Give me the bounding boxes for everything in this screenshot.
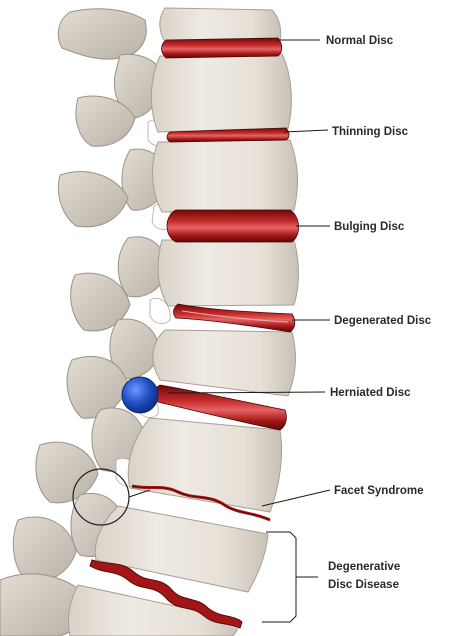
spinous-process-3 xyxy=(58,172,128,227)
label-degenerated-disc: Degenerated Disc xyxy=(334,315,432,327)
bulging-disc xyxy=(167,210,299,242)
label-facet-syndrome: Facet Syndrome xyxy=(334,485,423,497)
label-bulging-disc: Bulging Disc xyxy=(334,221,405,233)
label-herniated-disc: Herniated Disc xyxy=(330,387,411,399)
vertebra-1 xyxy=(160,8,281,42)
vertebra-4 xyxy=(158,240,298,306)
vertebra-5 xyxy=(153,330,296,396)
labels: Normal Disc Thinning Disc Bulging Disc D… xyxy=(326,35,432,591)
vertebra-2 xyxy=(151,54,291,132)
normal-disc xyxy=(162,38,282,58)
label-degenerative-line2: Disc Disease xyxy=(328,579,399,591)
label-degenerative-line1: Degenerative xyxy=(328,561,400,573)
spinous-process-1 xyxy=(58,9,146,59)
spinous-process-7 xyxy=(13,517,76,582)
label-thinning-disc: Thinning Disc xyxy=(332,126,409,138)
vertebra-3 xyxy=(152,140,297,212)
vertebra-8 xyxy=(68,585,240,636)
vertebra-7 xyxy=(95,506,268,592)
label-normal-disc: Normal Disc xyxy=(326,35,394,47)
herniation-bulge xyxy=(122,377,158,413)
